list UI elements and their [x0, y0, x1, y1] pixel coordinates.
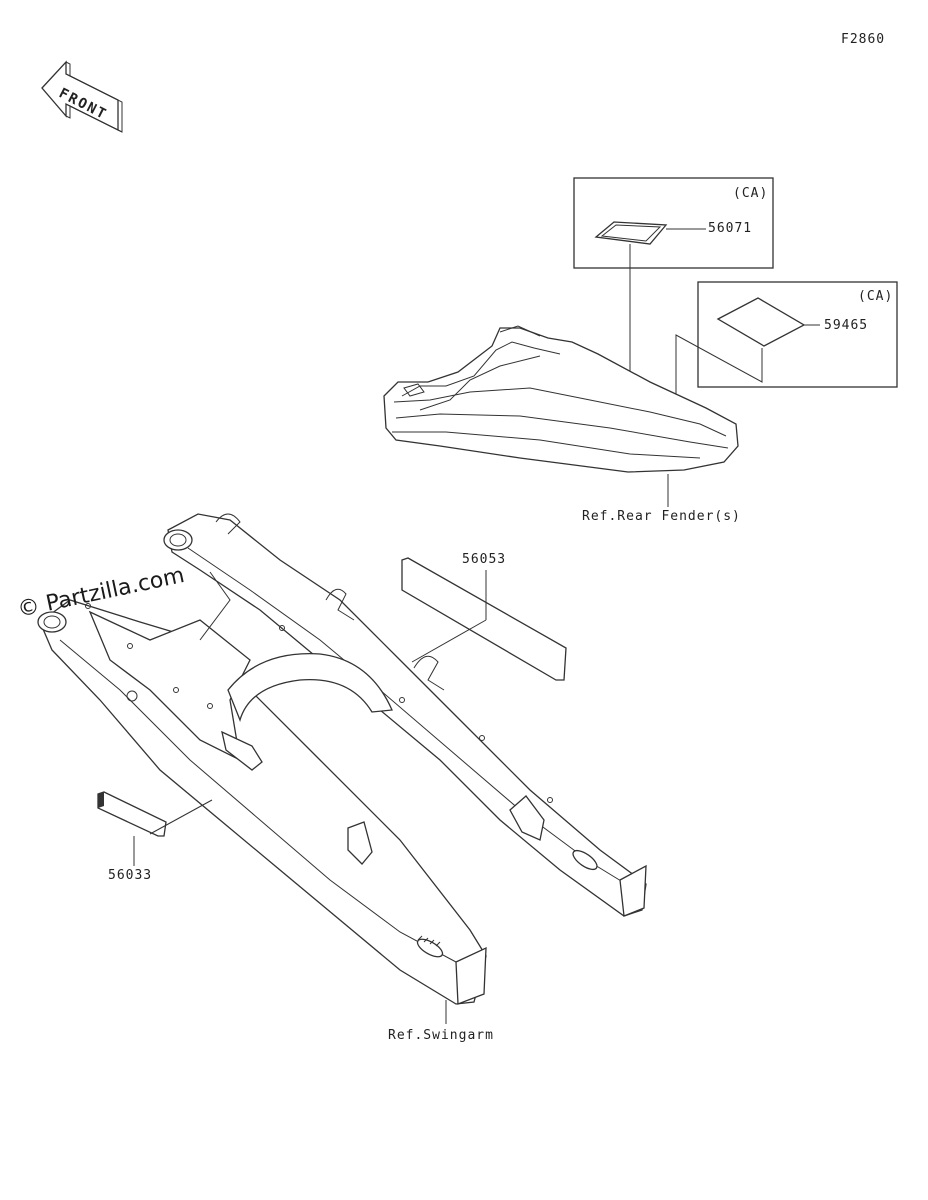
- ca-box-right: [697, 281, 898, 388]
- callout-part-59465: 59465: [824, 318, 869, 333]
- front-arrow-icon: FRONT: [41, 60, 123, 133]
- callout-ca-right: (CA): [858, 289, 894, 304]
- callout-rear-fender-ref: Ref.Rear Fender(s): [582, 509, 741, 524]
- callout-part-56071: 56071: [708, 221, 753, 236]
- callout-ca-top: (CA): [733, 186, 769, 201]
- rear-fender-drawing: [383, 325, 739, 507]
- ca-box-top: [573, 177, 774, 269]
- diagram-code: F2860: [841, 32, 886, 47]
- copyright-icon: ©: [15, 593, 43, 623]
- callout-part-56053: 56053: [462, 552, 507, 567]
- label-sticker-56033-icon: [97, 791, 167, 837]
- label-sticker-59465-icon: [716, 297, 806, 347]
- callout-part-56033: 56033: [108, 868, 153, 883]
- label-sticker-56053-icon: [401, 557, 567, 681]
- label-sticker-56071-icon: [594, 221, 668, 245]
- callout-swingarm-ref: Ref.Swingarm: [388, 1028, 494, 1043]
- swingarm-drawing: [37, 513, 647, 1005]
